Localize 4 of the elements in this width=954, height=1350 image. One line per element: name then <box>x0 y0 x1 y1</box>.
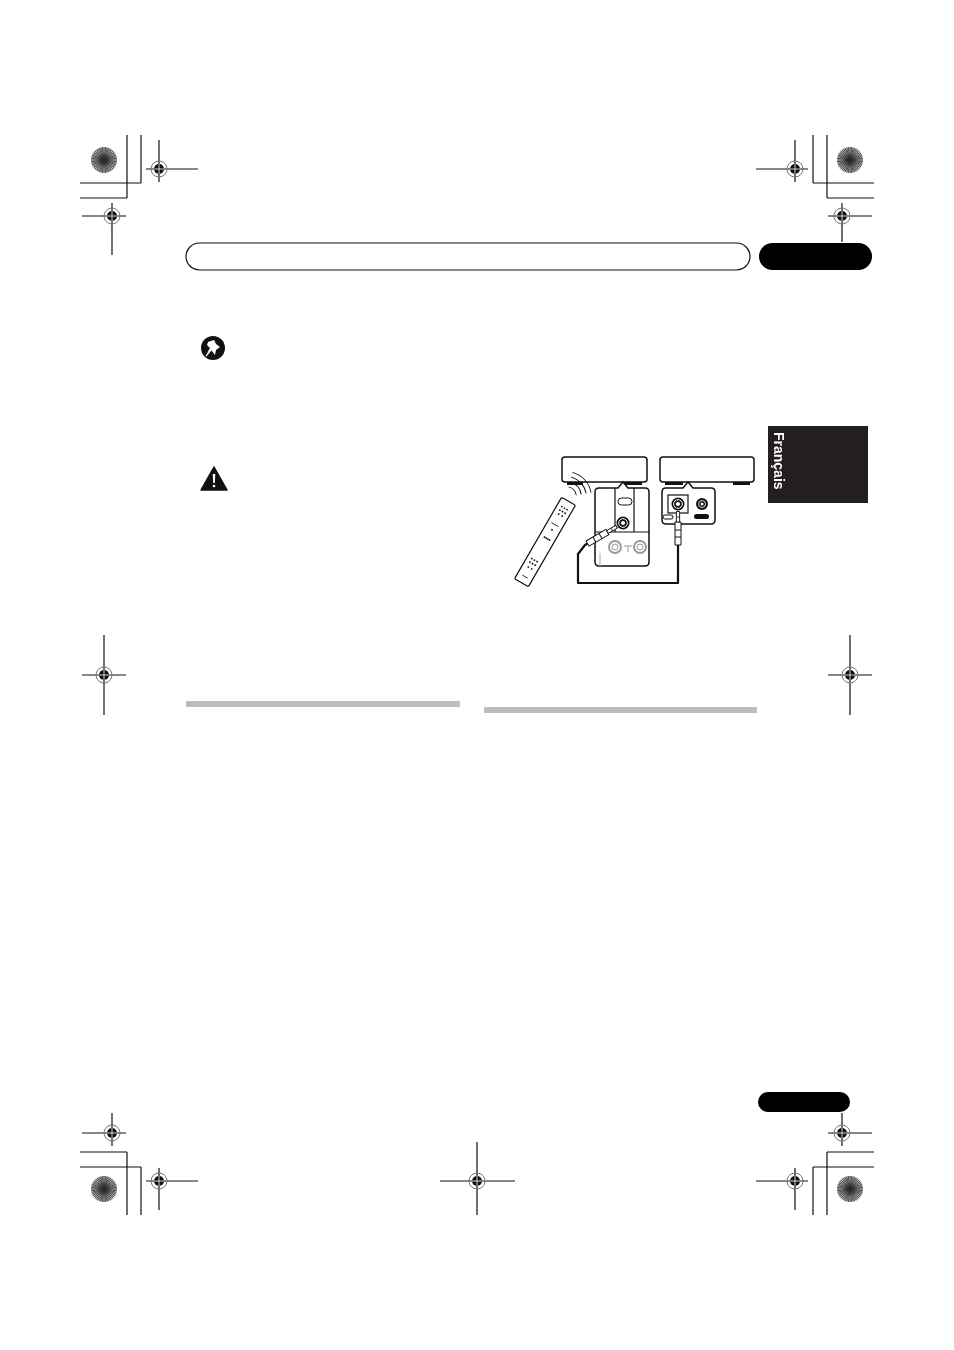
tab-label: Français <box>771 432 787 490</box>
jack-socket <box>671 497 685 511</box>
cable <box>576 511 682 585</box>
jack-socket <box>616 516 630 530</box>
